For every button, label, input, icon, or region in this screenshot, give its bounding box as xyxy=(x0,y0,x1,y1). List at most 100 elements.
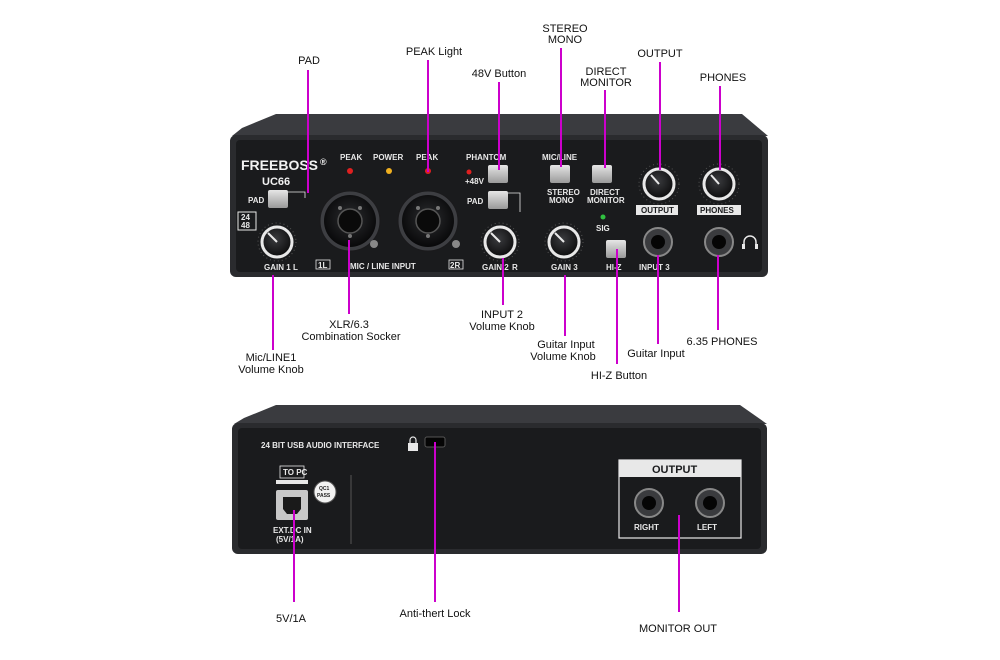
usb-b-port[interactable] xyxy=(276,490,308,520)
plus48v-label: +48V xyxy=(465,177,485,186)
xlr-combo-socket-1[interactable] xyxy=(319,190,381,252)
callout-input2-1: INPUT 2 xyxy=(481,309,523,321)
mic-line-label: MIC/LINE xyxy=(542,153,578,162)
direct-monitor-button[interactable] xyxy=(592,165,612,183)
right-label: RIGHT xyxy=(634,523,659,532)
power-label: POWER xyxy=(373,153,403,162)
ext-dc-label: EXT.DC IN xyxy=(273,526,312,535)
peak-left-label: PEAK xyxy=(340,153,362,162)
phones-label-plate xyxy=(697,205,741,215)
callout-xlr-2: Combination Socker xyxy=(301,331,400,343)
gain1-label: GAIN 1 xyxy=(264,263,291,272)
qc-pass-sticker: QC1 PASS xyxy=(313,480,337,504)
model-name: UC66 xyxy=(262,176,290,188)
callout-direct: DIRECT xyxy=(586,66,627,78)
ch1-label: 1L xyxy=(318,261,327,270)
lock-icon xyxy=(408,436,418,451)
stereo-label: STEREO xyxy=(547,188,580,197)
to-pc-box xyxy=(279,465,305,479)
callout-anti-theft: Anti-thert Lock xyxy=(400,608,471,620)
headphones-icon xyxy=(742,235,758,249)
rear-output-label: OUTPUT xyxy=(652,464,698,476)
phones-knob[interactable] xyxy=(698,163,740,205)
callout-guitar-input: Guitar Input xyxy=(627,348,684,360)
callout-stereo: STEREO xyxy=(542,23,588,35)
pad-left-line xyxy=(288,191,306,198)
direct-label: DIRECT xyxy=(590,188,620,197)
output-label: OUTPUT xyxy=(641,206,674,215)
callout-mic-line1-1: Mic/LINE1 xyxy=(246,352,297,364)
ch2-label: 2R xyxy=(450,261,460,270)
gain2-label: GAIN 2 xyxy=(482,263,509,272)
pad-right-line xyxy=(508,192,521,212)
mono-label: MONO xyxy=(549,196,574,205)
badge-24: 24 xyxy=(241,213,250,222)
callout-mic-line1-2: Volume Knob xyxy=(238,364,303,376)
registered-mark: ® xyxy=(320,157,327,167)
phantom-48v-button[interactable] xyxy=(488,165,508,183)
rear-title: 24 BIT USB AUDIO INTERFACE xyxy=(261,441,380,450)
callout-xlr-1: XLR/6.3 xyxy=(329,319,369,331)
rear-unit: 24 BIT USB AUDIO INTERFACE TO PC EXT.DC … xyxy=(232,405,767,554)
callout-mono: MONO xyxy=(548,34,583,46)
pad-right-label: PAD xyxy=(467,197,484,206)
callout-5v: 5V/1A xyxy=(276,613,307,625)
callout-peak-light: PEAK Light xyxy=(406,46,462,58)
gain1-sub: L xyxy=(293,263,298,272)
sig-led xyxy=(600,214,606,220)
output-knob[interactable] xyxy=(638,163,680,205)
leader-lines xyxy=(272,48,721,612)
sig-label: SIG xyxy=(596,224,610,233)
callout-monitor: MONITOR xyxy=(580,77,632,89)
pad-left-label: PAD xyxy=(248,196,265,205)
brand-logo: FREEBOSS xyxy=(241,157,318,173)
hiz-label: HI-Z xyxy=(606,263,622,272)
callout-hiz: HI-Z Button xyxy=(591,370,647,382)
rear-panel xyxy=(238,428,761,549)
to-pc-label: TO PC xyxy=(283,468,308,477)
gain3-knob[interactable] xyxy=(544,222,584,262)
phones-label: PHONES xyxy=(700,206,734,215)
ext-dc-rating: (5V/1A) xyxy=(276,535,304,544)
callout-monitor-out: MONITOR OUT xyxy=(639,623,717,635)
callout-phones-635: 6.35 PHONES xyxy=(687,336,758,348)
rear-chassis-top xyxy=(234,405,767,424)
ch1-box xyxy=(315,259,331,270)
callout-input2-2: Volume Knob xyxy=(469,321,534,333)
output-box-header xyxy=(619,460,741,477)
output-label-plate xyxy=(636,205,678,215)
callout-output: OUTPUT xyxy=(637,48,683,60)
gain2-knob[interactable] xyxy=(480,222,520,262)
callout-guitar-vol-2: Volume Knob xyxy=(530,351,595,363)
mic-line-input-label: MIC / LINE INPUT xyxy=(350,262,416,271)
phantom-led xyxy=(466,169,472,175)
gain1-knob[interactable] xyxy=(257,222,297,262)
pad-right-button[interactable] xyxy=(488,191,508,209)
power-led xyxy=(386,168,392,174)
bitrate-badge xyxy=(237,211,257,231)
stereo-mono-button[interactable] xyxy=(550,165,570,183)
left-output-jack[interactable] xyxy=(695,488,725,518)
left-label: LEFT xyxy=(697,523,717,532)
callout-guitar-vol-1: Guitar Input xyxy=(537,339,594,351)
phantom-label: PHANTOM xyxy=(466,153,507,162)
right-output-jack[interactable] xyxy=(634,488,664,518)
ch2-box xyxy=(448,259,464,270)
input3-label: INPUT 3 xyxy=(639,263,670,272)
callout-phones: PHONES xyxy=(700,72,746,84)
qc-bottom: PASS xyxy=(317,493,331,499)
pad-left-button[interactable] xyxy=(268,190,288,208)
xlr-combo-socket-2[interactable] xyxy=(397,190,460,252)
callout-labels: PAD PEAK Light 48V Button STEREO MONO DI… xyxy=(238,23,757,635)
callout-pad: PAD xyxy=(298,55,320,67)
guitar-input-jack[interactable] xyxy=(643,227,673,257)
monitor-label: MONITOR xyxy=(587,196,625,205)
peak-left-led xyxy=(347,168,353,174)
badge-48: 48 xyxy=(241,221,250,230)
gain2-sub: R xyxy=(512,263,518,272)
phones-jack[interactable] xyxy=(704,227,734,257)
gain3-label: GAIN 3 xyxy=(551,263,578,272)
front-unit: FREEBOSS ® UC66 24 48 PAD GAIN 1 L PEAK … xyxy=(230,114,768,277)
